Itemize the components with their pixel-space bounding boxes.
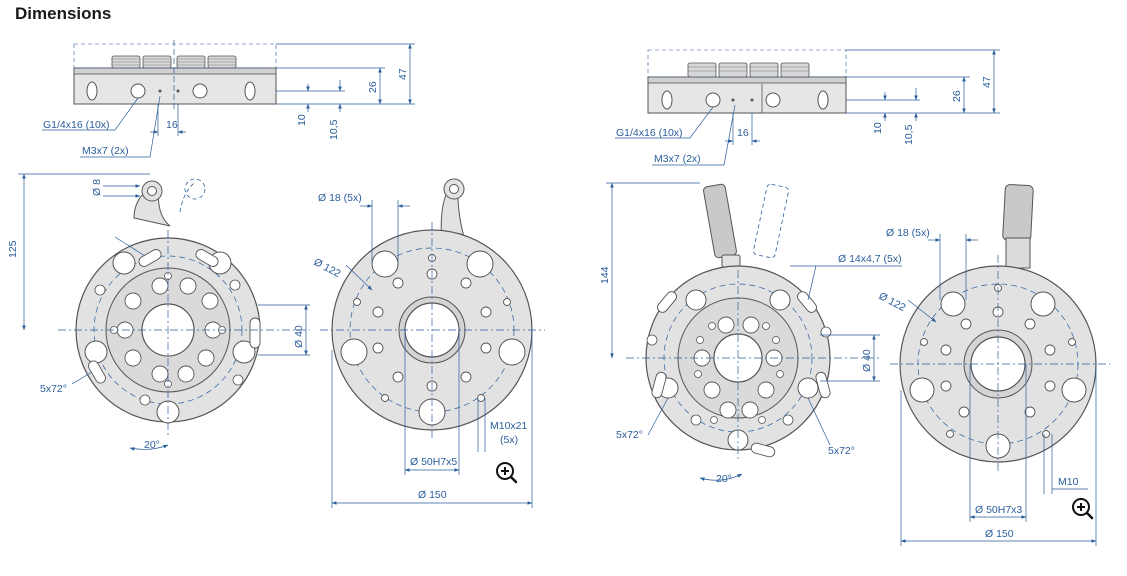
dim-26-a: 26 xyxy=(367,81,379,93)
screw-label-a: M3x7 (2x) xyxy=(82,145,129,157)
dim-d50-a: Ø 50H7x5 xyxy=(410,456,457,468)
port-label-b: G1/4x16 (10x) xyxy=(616,127,683,139)
front-view-a: Ø 8 125 5x72° 20° xyxy=(7,173,310,451)
front-view-b: 144 Ø 14x4,7 (5x) Ø 40 5x72° 5x72° 20° xyxy=(599,182,902,485)
back-view-a: Ø 18 (5x) Ø 122 Ø 40 M10x21 (5x) Ø 50H7x… xyxy=(293,178,545,508)
dim-10-b: 10 xyxy=(872,122,884,134)
dim-10-a: 10 xyxy=(296,114,308,126)
thread-m10-b: M10 xyxy=(1058,476,1079,488)
angle-5x72-b-left: 5x72° xyxy=(616,429,643,441)
thread-m10-a: M10x21 xyxy=(490,420,528,432)
page-title: Dimensions xyxy=(15,4,112,23)
angle-20-b: 20° xyxy=(716,473,732,485)
dim-16-a: 16 xyxy=(166,119,178,131)
dim-10-5-a: 10,5 xyxy=(328,119,340,140)
dim-47-a: 47 xyxy=(397,68,409,80)
dim-16-b: 16 xyxy=(737,127,749,139)
dim-d50-b: Ø 50H7x3 xyxy=(975,504,1022,516)
dim-26-b: 26 xyxy=(951,90,963,102)
side-view-a: G1/4x16 (10x) M3x7 (2x) 16 10 10,5 26 47 xyxy=(42,40,415,158)
screw-label-b: M3x7 (2x) xyxy=(654,153,701,165)
port-label-a: G1/4x16 (10x) xyxy=(43,119,110,131)
dim-d122-a: Ø 122 xyxy=(312,256,343,280)
dim-d8-a: Ø 8 xyxy=(91,179,103,196)
dim-d18-a: Ø 18 (5x) xyxy=(318,192,362,204)
dim-d40-a: Ø 40 xyxy=(293,325,305,348)
dim-d18-b: Ø 18 (5x) xyxy=(886,227,930,239)
dim-47-b: 47 xyxy=(981,76,993,88)
thread-m10-count-a: (5x) xyxy=(500,434,518,446)
back-view-b: Ø 18 (5x) Ø 122 M10 Ø 50H7x3 Ø 150 xyxy=(877,184,1110,546)
dim-144-b: 144 xyxy=(599,266,611,284)
dim-d14-b: Ø 14x4,7 (5x) xyxy=(838,253,902,265)
angle-20-a: 20° xyxy=(144,439,160,451)
dim-10-5-b: 10,5 xyxy=(903,124,915,145)
dim-125-a: 125 xyxy=(7,240,19,258)
dim-d40-b: Ø 40 xyxy=(861,349,873,372)
dim-d122-b: Ø 122 xyxy=(877,290,908,314)
dim-d150-b: Ø 150 xyxy=(985,528,1014,540)
angle-5x72-b-right: 5x72° xyxy=(828,445,855,457)
zoom-in-icon[interactable] xyxy=(1072,498,1094,520)
zoom-in-icon[interactable] xyxy=(496,462,518,484)
angle-5x72-a: 5x72° xyxy=(40,383,67,395)
dim-d150-a: Ø 150 xyxy=(418,489,447,501)
side-view-b: G1/4x16 (10x) M3x7 (2x) 16 10 10,5 26 47 xyxy=(615,49,1000,166)
